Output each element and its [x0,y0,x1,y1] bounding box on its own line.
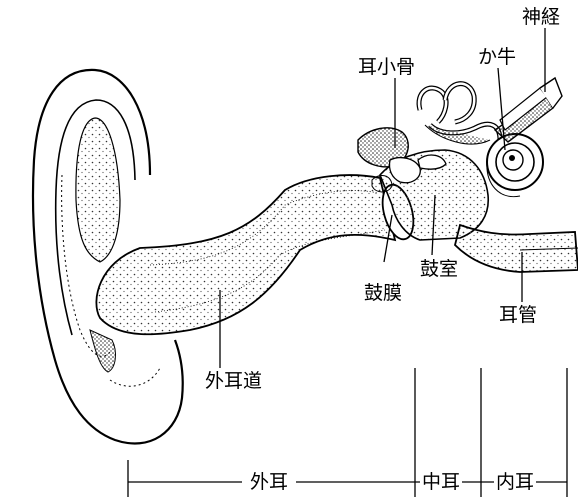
semicircular-canals [419,84,500,144]
label-tympanic-cavity: 鼓室 [418,258,460,280]
label-nerve: 神経 [520,6,562,28]
section-label-middle-ear: 中耳 [420,471,462,493]
section-label-inner-ear: 内耳 [494,471,536,493]
label-ear-canal: 外耳道 [203,370,264,392]
label-ossicles: 耳小骨 [356,56,417,78]
cochlea [487,134,543,197]
eustachian-tube [455,225,578,272]
section-label-outer-ear: 外耳 [242,471,296,493]
label-eardrum: 鼓膜 [362,282,404,304]
label-eustachian-tube: 耳管 [497,304,539,326]
label-cochlea: か牛 [476,46,518,68]
nerve [495,78,562,142]
